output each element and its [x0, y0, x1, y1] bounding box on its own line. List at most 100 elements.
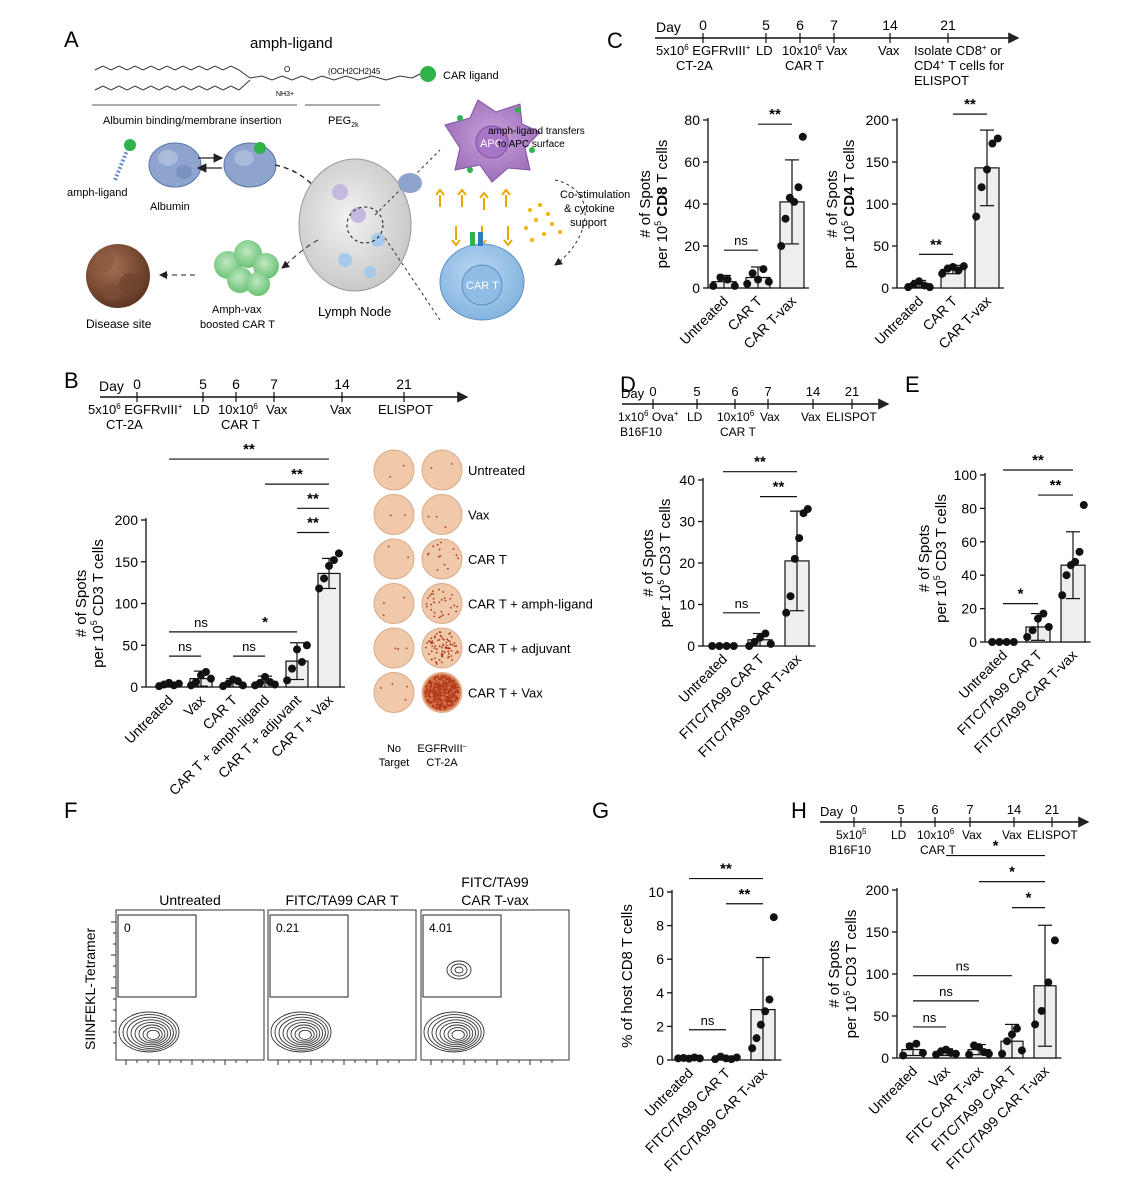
- y-tick-label: 4: [656, 985, 664, 1001]
- panel-g-label: G: [592, 798, 609, 823]
- flow-gate: [422, 914, 502, 998]
- flow-contour: [451, 1029, 465, 1040]
- panel-h-label: H: [791, 798, 807, 823]
- data-point: [174, 679, 183, 688]
- y-tick-label: 20: [961, 601, 977, 617]
- timeline-cart-label: 10x106: [782, 43, 822, 58]
- significance-label: ns: [194, 615, 208, 630]
- significance-label: **: [739, 886, 751, 903]
- panel-a-label: A: [64, 27, 79, 52]
- data-point: [293, 645, 301, 654]
- data-point: [988, 139, 997, 148]
- receptors-icon: [435, 188, 513, 247]
- elispot-row-label: Untreated: [468, 463, 525, 478]
- significance-label: **: [930, 236, 942, 253]
- timeline-tumor-label: 5x106 EGFRvIII+: [656, 43, 751, 58]
- flow-plot-frame: [420, 909, 570, 1061]
- data-point: [761, 1007, 770, 1016]
- timeline-day-number: 6: [232, 376, 240, 392]
- y-axis-label-2: per 105 CD3 T cells: [932, 494, 950, 623]
- x-tick-label: Untreated: [676, 293, 731, 348]
- boosted-caption: boosted CAR T: [200, 319, 275, 331]
- data-point: [951, 1049, 960, 1058]
- timeline-day-number: 14: [334, 376, 350, 392]
- data-point: [756, 633, 764, 642]
- data-point: [977, 183, 986, 192]
- elispot-row-label: CAR T + amph-ligand: [468, 597, 593, 612]
- y-axis-label-2: per 105 CD8 T cells: [653, 140, 671, 269]
- data-point: [795, 534, 804, 543]
- significance-label: **: [964, 96, 976, 113]
- data-point: [1037, 1006, 1046, 1015]
- timeline-cart-label: 10x106: [917, 827, 955, 842]
- y-tick-label: 40: [961, 567, 977, 583]
- y-tick-label: 0: [969, 634, 977, 650]
- timeline-ld-label: LD: [891, 828, 907, 842]
- y-axis-label: % of host CD8 T cells: [619, 904, 636, 1048]
- x-tick-label: Untreated: [121, 692, 176, 747]
- flow-gate: [117, 914, 197, 998]
- data-point: [1012, 1024, 1021, 1033]
- data-point: [984, 1049, 993, 1058]
- timeline-vax-label-2: Vax: [801, 410, 821, 424]
- y-axis-label: # of Spots: [826, 940, 843, 1008]
- y-tick-label: 100: [954, 467, 978, 483]
- timeline-end-label: ELISPOT: [826, 410, 877, 424]
- svg-text:O: O: [284, 65, 290, 74]
- data-point: [1034, 614, 1042, 623]
- data-point: [1079, 501, 1088, 510]
- y-tick-label: 0: [881, 1050, 889, 1066]
- albumin-bound-icon: [223, 142, 277, 188]
- data-point: [1031, 1020, 1040, 1029]
- y-tick-label: 80: [684, 112, 700, 128]
- svg-text:(OCH2CH2)45: (OCH2CH2)45: [328, 67, 381, 76]
- elispot-well: [421, 449, 463, 491]
- elispot-row-label: CAR T: [468, 552, 507, 567]
- data-point: [334, 549, 343, 558]
- data-point: [709, 281, 718, 290]
- timeline-end-label-3: ELISPOT: [914, 73, 969, 88]
- timeline-cart-label: 10x106: [717, 409, 755, 424]
- significance-label: *: [1018, 586, 1024, 603]
- y-tick-label: 150: [866, 154, 890, 170]
- flow-gate: [269, 914, 349, 998]
- data-point: [759, 265, 768, 274]
- timeline-day-number: 7: [764, 384, 771, 399]
- significance-label: ns: [242, 639, 256, 654]
- y-tick-label: 60: [684, 154, 700, 170]
- panel-f-label: F: [64, 798, 77, 823]
- data-point: [283, 676, 292, 685]
- significance-label: *: [262, 614, 268, 631]
- significance-label: **: [754, 454, 766, 471]
- timeline-day-label: Day: [656, 19, 681, 35]
- y-tick-label: 150: [866, 924, 890, 940]
- data-point: [786, 592, 795, 601]
- panel-e-label: E: [905, 372, 920, 397]
- flow-contour: [146, 1029, 160, 1040]
- y-tick-label: 8: [656, 918, 664, 934]
- data-point: [1058, 591, 1067, 600]
- data-point: [975, 1043, 983, 1052]
- flow-contour: [126, 1016, 174, 1049]
- costim-caption: Co-stimulation: [560, 189, 630, 201]
- elispot-row-label: Vax: [468, 508, 490, 523]
- data-point: [988, 638, 997, 646]
- flow-contour: [431, 1016, 479, 1049]
- timeline-day-number: 0: [133, 376, 141, 392]
- flow-contour: [278, 1016, 326, 1049]
- data-point: [983, 165, 991, 174]
- data-point: [1062, 571, 1071, 580]
- data-point: [1023, 632, 1032, 641]
- flow-contour: [274, 1014, 329, 1051]
- flow-contour: [270, 1011, 332, 1053]
- flow-contour: [122, 1014, 177, 1051]
- flow-plot-title: CAR T-vax: [461, 892, 528, 908]
- y-axis-label-2: per 105 CD4 T cells: [840, 140, 858, 269]
- cytokine-dots-icon: [524, 203, 562, 242]
- timeline-day-number: 5: [762, 17, 770, 33]
